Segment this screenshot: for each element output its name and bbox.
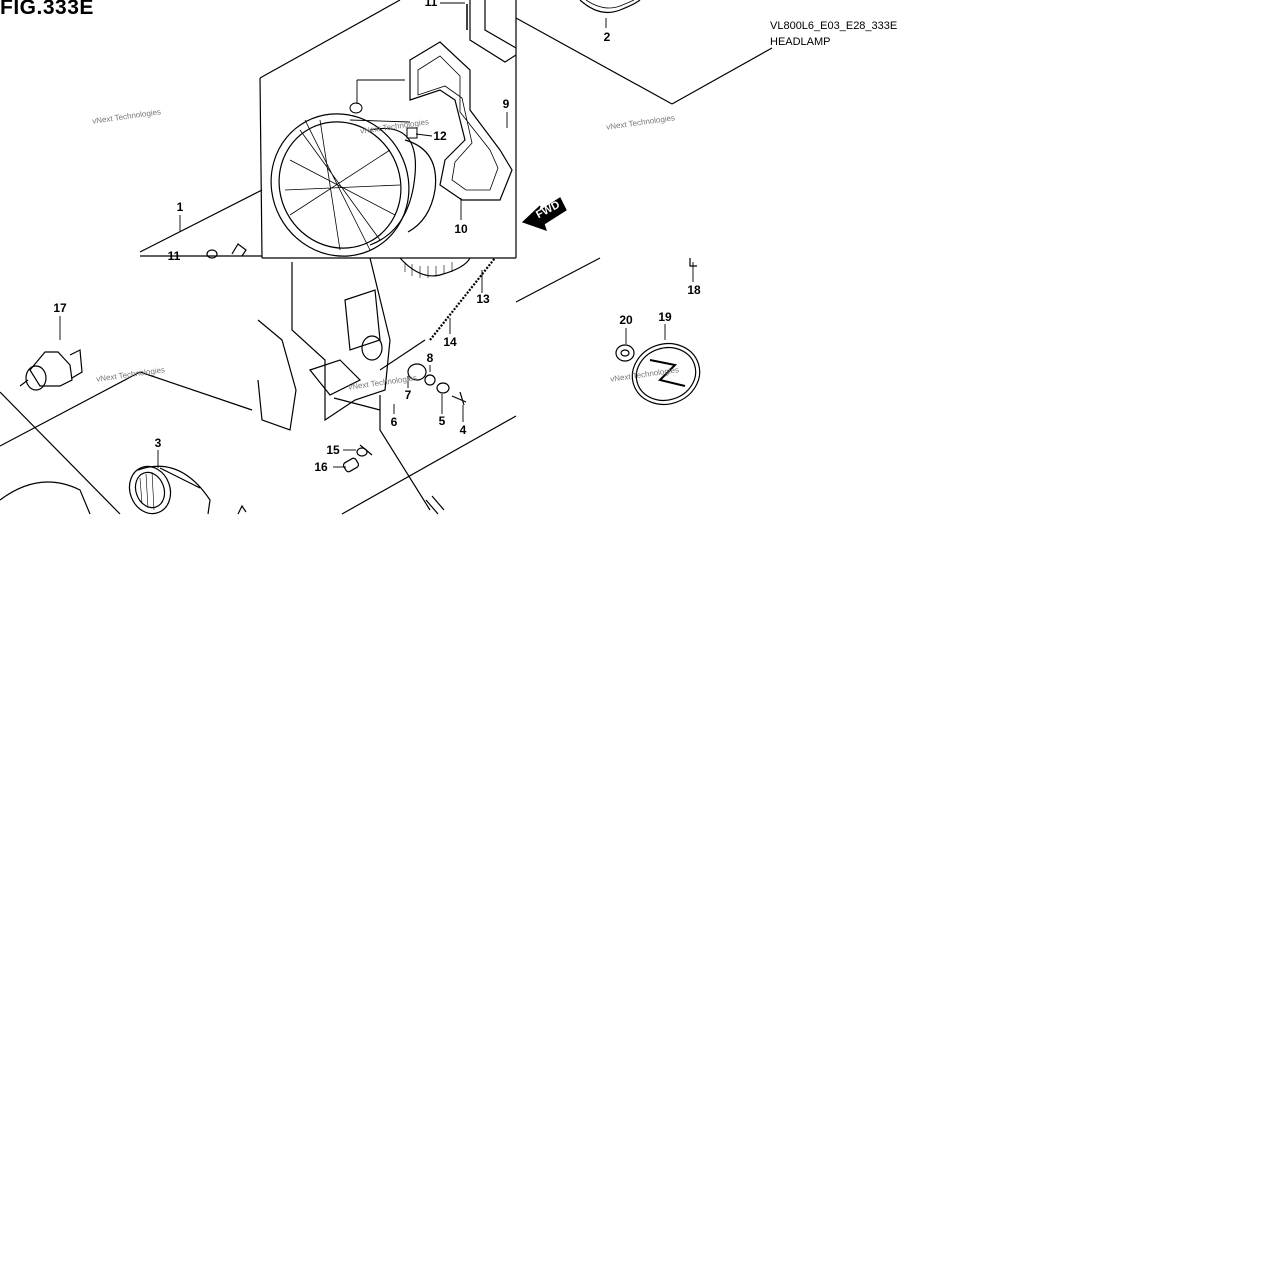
callout-11: 11	[424, 0, 438, 9]
screw-tip	[237, 504, 247, 515]
grommet	[206, 249, 218, 259]
callout-16: 16	[314, 460, 328, 474]
callout-13: 13	[476, 292, 490, 306]
headlamp-housing	[257, 257, 471, 431]
callout-10: 10	[454, 222, 468, 236]
callout-12: 12	[433, 129, 447, 143]
leader-line	[139, 371, 253, 411]
callout-7: 7	[404, 388, 412, 402]
grommet	[615, 344, 635, 362]
model-code: VL800L6_E03_E28_333E	[770, 20, 898, 32]
callout-11: 11	[167, 249, 181, 263]
callout-14: 14	[443, 335, 457, 349]
leader-line	[341, 415, 517, 515]
headlamp-bracket	[409, 41, 513, 201]
figure-title: FIG.333E	[0, 0, 94, 19]
callout-6: 6	[390, 415, 398, 429]
inset-frame	[139, 0, 773, 259]
clip	[689, 258, 697, 267]
leader-line	[0, 391, 121, 515]
small-fasteners	[333, 363, 467, 515]
callout-20: 20	[619, 313, 633, 327]
callout-5: 5	[438, 414, 446, 428]
emblem	[631, 342, 701, 406]
callout-19: 19	[658, 310, 672, 324]
callout-2: 2	[603, 30, 611, 44]
callout-4: 4	[459, 423, 467, 437]
callout-18: 18	[687, 283, 701, 297]
leader-line	[0, 371, 141, 447]
headlamp-lens	[270, 113, 437, 257]
bracket-edge	[231, 243, 247, 257]
callout-9: 9	[502, 97, 510, 111]
forward-arrow-icon	[521, 197, 567, 231]
callout-15: 15	[326, 443, 340, 457]
socket-cover	[0, 465, 211, 515]
bulb	[19, 349, 83, 391]
callout-leaders	[59, 2, 694, 468]
callout-1: 1	[176, 200, 184, 214]
callout-3: 3	[154, 436, 162, 450]
figure-name: HEADLAMP	[770, 36, 831, 48]
leader-line	[515, 257, 601, 303]
callout-8: 8	[426, 351, 434, 365]
callout-17: 17	[53, 301, 67, 315]
headlamp-rim	[579, 0, 641, 13]
